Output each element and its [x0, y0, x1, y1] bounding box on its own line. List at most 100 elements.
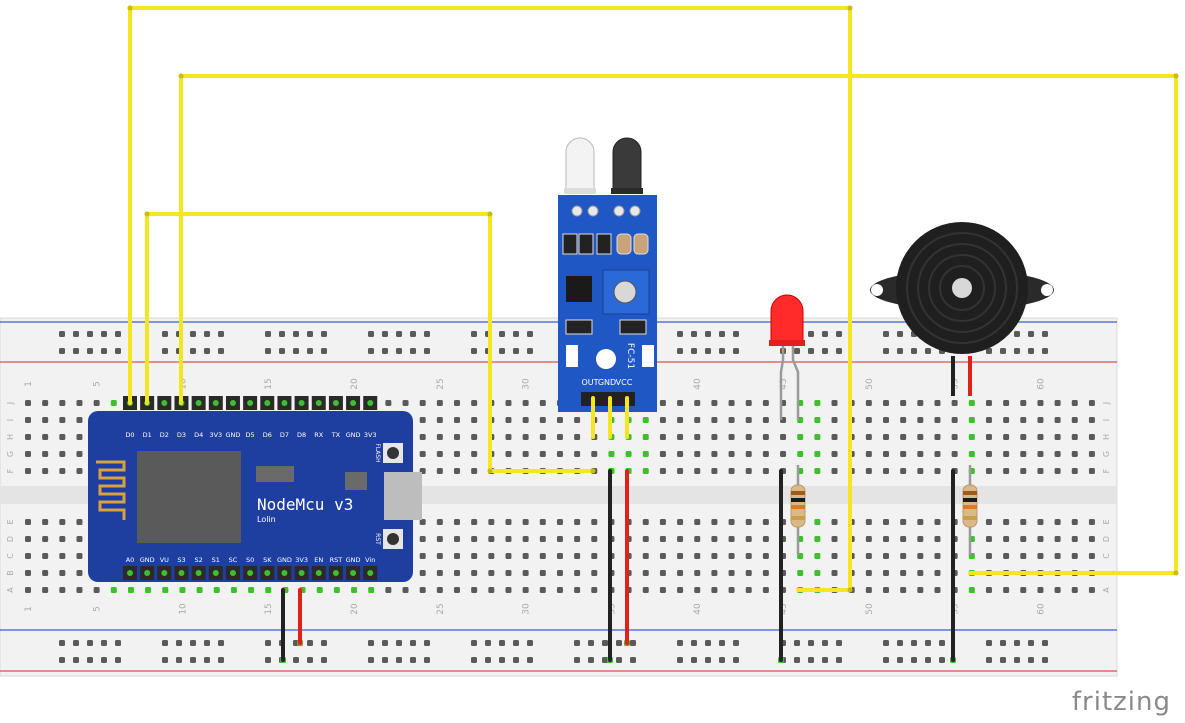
hole: [488, 536, 495, 542]
header-pin-contact: [264, 400, 271, 406]
rail-hole: [1042, 657, 1048, 663]
hole: [762, 417, 769, 423]
hole: [745, 468, 752, 474]
hole: [1088, 451, 1095, 457]
column-number: 45: [779, 378, 789, 389]
hole: [694, 536, 701, 542]
rail-hole: [883, 331, 889, 337]
hole: [762, 587, 769, 593]
rail-hole: [588, 640, 594, 646]
hole: [574, 570, 581, 576]
hole-connected: [145, 587, 152, 593]
rail-hole: [588, 657, 594, 663]
rail-hole: [115, 640, 121, 646]
rail-hole: [101, 331, 107, 337]
hole: [1071, 417, 1078, 423]
hole: [591, 536, 598, 542]
hole: [900, 536, 907, 542]
hole: [900, 417, 907, 423]
hole: [522, 553, 529, 559]
rail-hole: [1042, 640, 1048, 646]
hole: [522, 587, 529, 593]
pin-label-top: D0: [125, 431, 134, 439]
hole: [831, 434, 838, 440]
hole-connected: [814, 400, 821, 406]
hole: [556, 434, 563, 440]
hole: [454, 400, 460, 406]
hole: [780, 434, 787, 440]
hole: [728, 434, 735, 440]
hole: [591, 553, 598, 559]
rail-hole: [1042, 348, 1048, 354]
hole: [900, 400, 907, 406]
hole: [556, 570, 563, 576]
row-letter: D: [6, 536, 15, 542]
hole: [522, 451, 529, 457]
hole: [659, 468, 666, 474]
hole: [659, 587, 666, 593]
hole: [900, 468, 907, 474]
header-pin-contact: [144, 570, 151, 576]
hole: [522, 570, 529, 576]
rail-hole: [265, 331, 271, 337]
pin-label-top: GND: [346, 431, 361, 439]
rail-hole: [424, 331, 430, 337]
rail-hole: [396, 331, 402, 337]
row-letter: I: [1102, 419, 1111, 421]
rail-hole: [59, 331, 65, 337]
hole: [659, 553, 666, 559]
chip: [256, 466, 294, 482]
hole: [728, 417, 735, 423]
rail-hole: [1000, 657, 1006, 663]
rail-hole: [307, 657, 313, 663]
hole: [951, 400, 958, 406]
hole: [642, 519, 649, 525]
rail-hole: [836, 657, 842, 663]
hole: [745, 519, 752, 525]
rail-hole: [883, 640, 889, 646]
rail-hole: [513, 348, 519, 354]
hole-connected: [110, 400, 117, 406]
hole: [677, 468, 684, 474]
hole: [539, 587, 546, 593]
pin-label-top: D8: [297, 431, 306, 439]
rail-hole: [691, 640, 697, 646]
hole-connected: [814, 417, 821, 423]
hole: [42, 536, 49, 542]
resistor-band: [963, 505, 977, 509]
rail-hole: [204, 348, 210, 354]
hole: [831, 536, 838, 542]
rail-hole: [368, 331, 374, 337]
wire-bend: [590, 468, 596, 474]
hole: [985, 587, 992, 593]
hole-connected: [797, 434, 804, 440]
hole: [539, 519, 546, 525]
hole: [454, 587, 460, 593]
rail-hole: [382, 331, 388, 337]
rail-hole: [87, 348, 93, 354]
hole: [831, 451, 838, 457]
rail-hole: [101, 348, 107, 354]
rail-hole: [1042, 331, 1048, 337]
pin-label-top: D1: [143, 431, 152, 439]
wires: [127, 5, 1179, 662]
hole-connected: [814, 468, 821, 474]
rail-hole: [822, 657, 828, 663]
column-number: 15: [264, 378, 274, 389]
hole: [883, 400, 889, 406]
rail-hole: [1028, 640, 1034, 646]
hole: [934, 587, 941, 593]
hole: [642, 570, 649, 576]
hole: [488, 570, 495, 576]
header-pin-contact: [264, 570, 271, 576]
status-led: [642, 345, 654, 367]
hole: [694, 553, 701, 559]
column-number: 25: [436, 603, 446, 614]
hole: [419, 434, 426, 440]
hole: [934, 570, 941, 576]
hole: [677, 519, 684, 525]
rail-hole: [1028, 331, 1034, 337]
buzzer-mount-hole: [871, 284, 883, 296]
hole: [402, 400, 409, 406]
hole-connected: [642, 468, 649, 474]
